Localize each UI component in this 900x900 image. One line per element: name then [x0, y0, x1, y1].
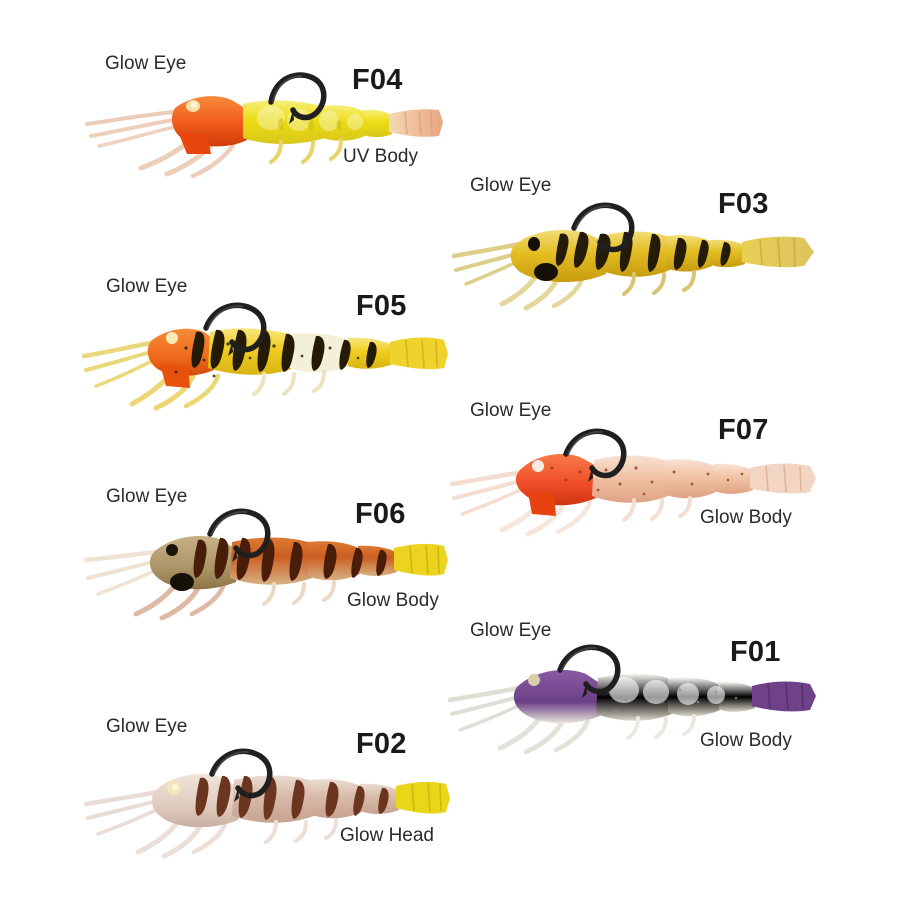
lure-f04-bottom-label: UV Body [343, 146, 418, 167]
lure-f02-image [83, 748, 450, 859]
lure-f04-image [85, 72, 443, 179]
lure-f01-code: F01 [730, 636, 781, 668]
lure-f06-image [83, 508, 448, 621]
lure-f02-bottom-label: Glow Head [340, 825, 434, 846]
lure-f07-top-label: Glow Eye [470, 400, 552, 421]
lure-f01-bottom-label: Glow Body [700, 730, 792, 751]
lure-f07-bottom-label: Glow Body [700, 507, 792, 528]
lure-f07-image [449, 428, 816, 537]
lure-f06-bottom-label: Glow Body [347, 590, 439, 611]
lure-f04-top-label: Glow Eye [105, 53, 187, 74]
lure-f03-top-label: Glow Eye [470, 175, 552, 196]
lure-f03-code: F03 [718, 188, 769, 220]
lure-f04-code: F04 [352, 64, 403, 96]
lure-f06-code: F06 [355, 498, 406, 530]
lure-f05-top-label: Glow Eye [106, 276, 188, 297]
lure-f03-image [451, 202, 814, 311]
lure-f01-image [448, 644, 816, 755]
lure-f01-top-label: Glow Eye [470, 620, 552, 641]
lure-f05-image [81, 302, 448, 411]
lure-f02-top-label: Glow Eye [106, 716, 188, 737]
lure-f05-code: F05 [356, 290, 407, 322]
lure-f07-code: F07 [718, 414, 769, 446]
lure-f02-code: F02 [356, 728, 407, 760]
lure-f06-top-label: Glow Eye [106, 486, 188, 507]
